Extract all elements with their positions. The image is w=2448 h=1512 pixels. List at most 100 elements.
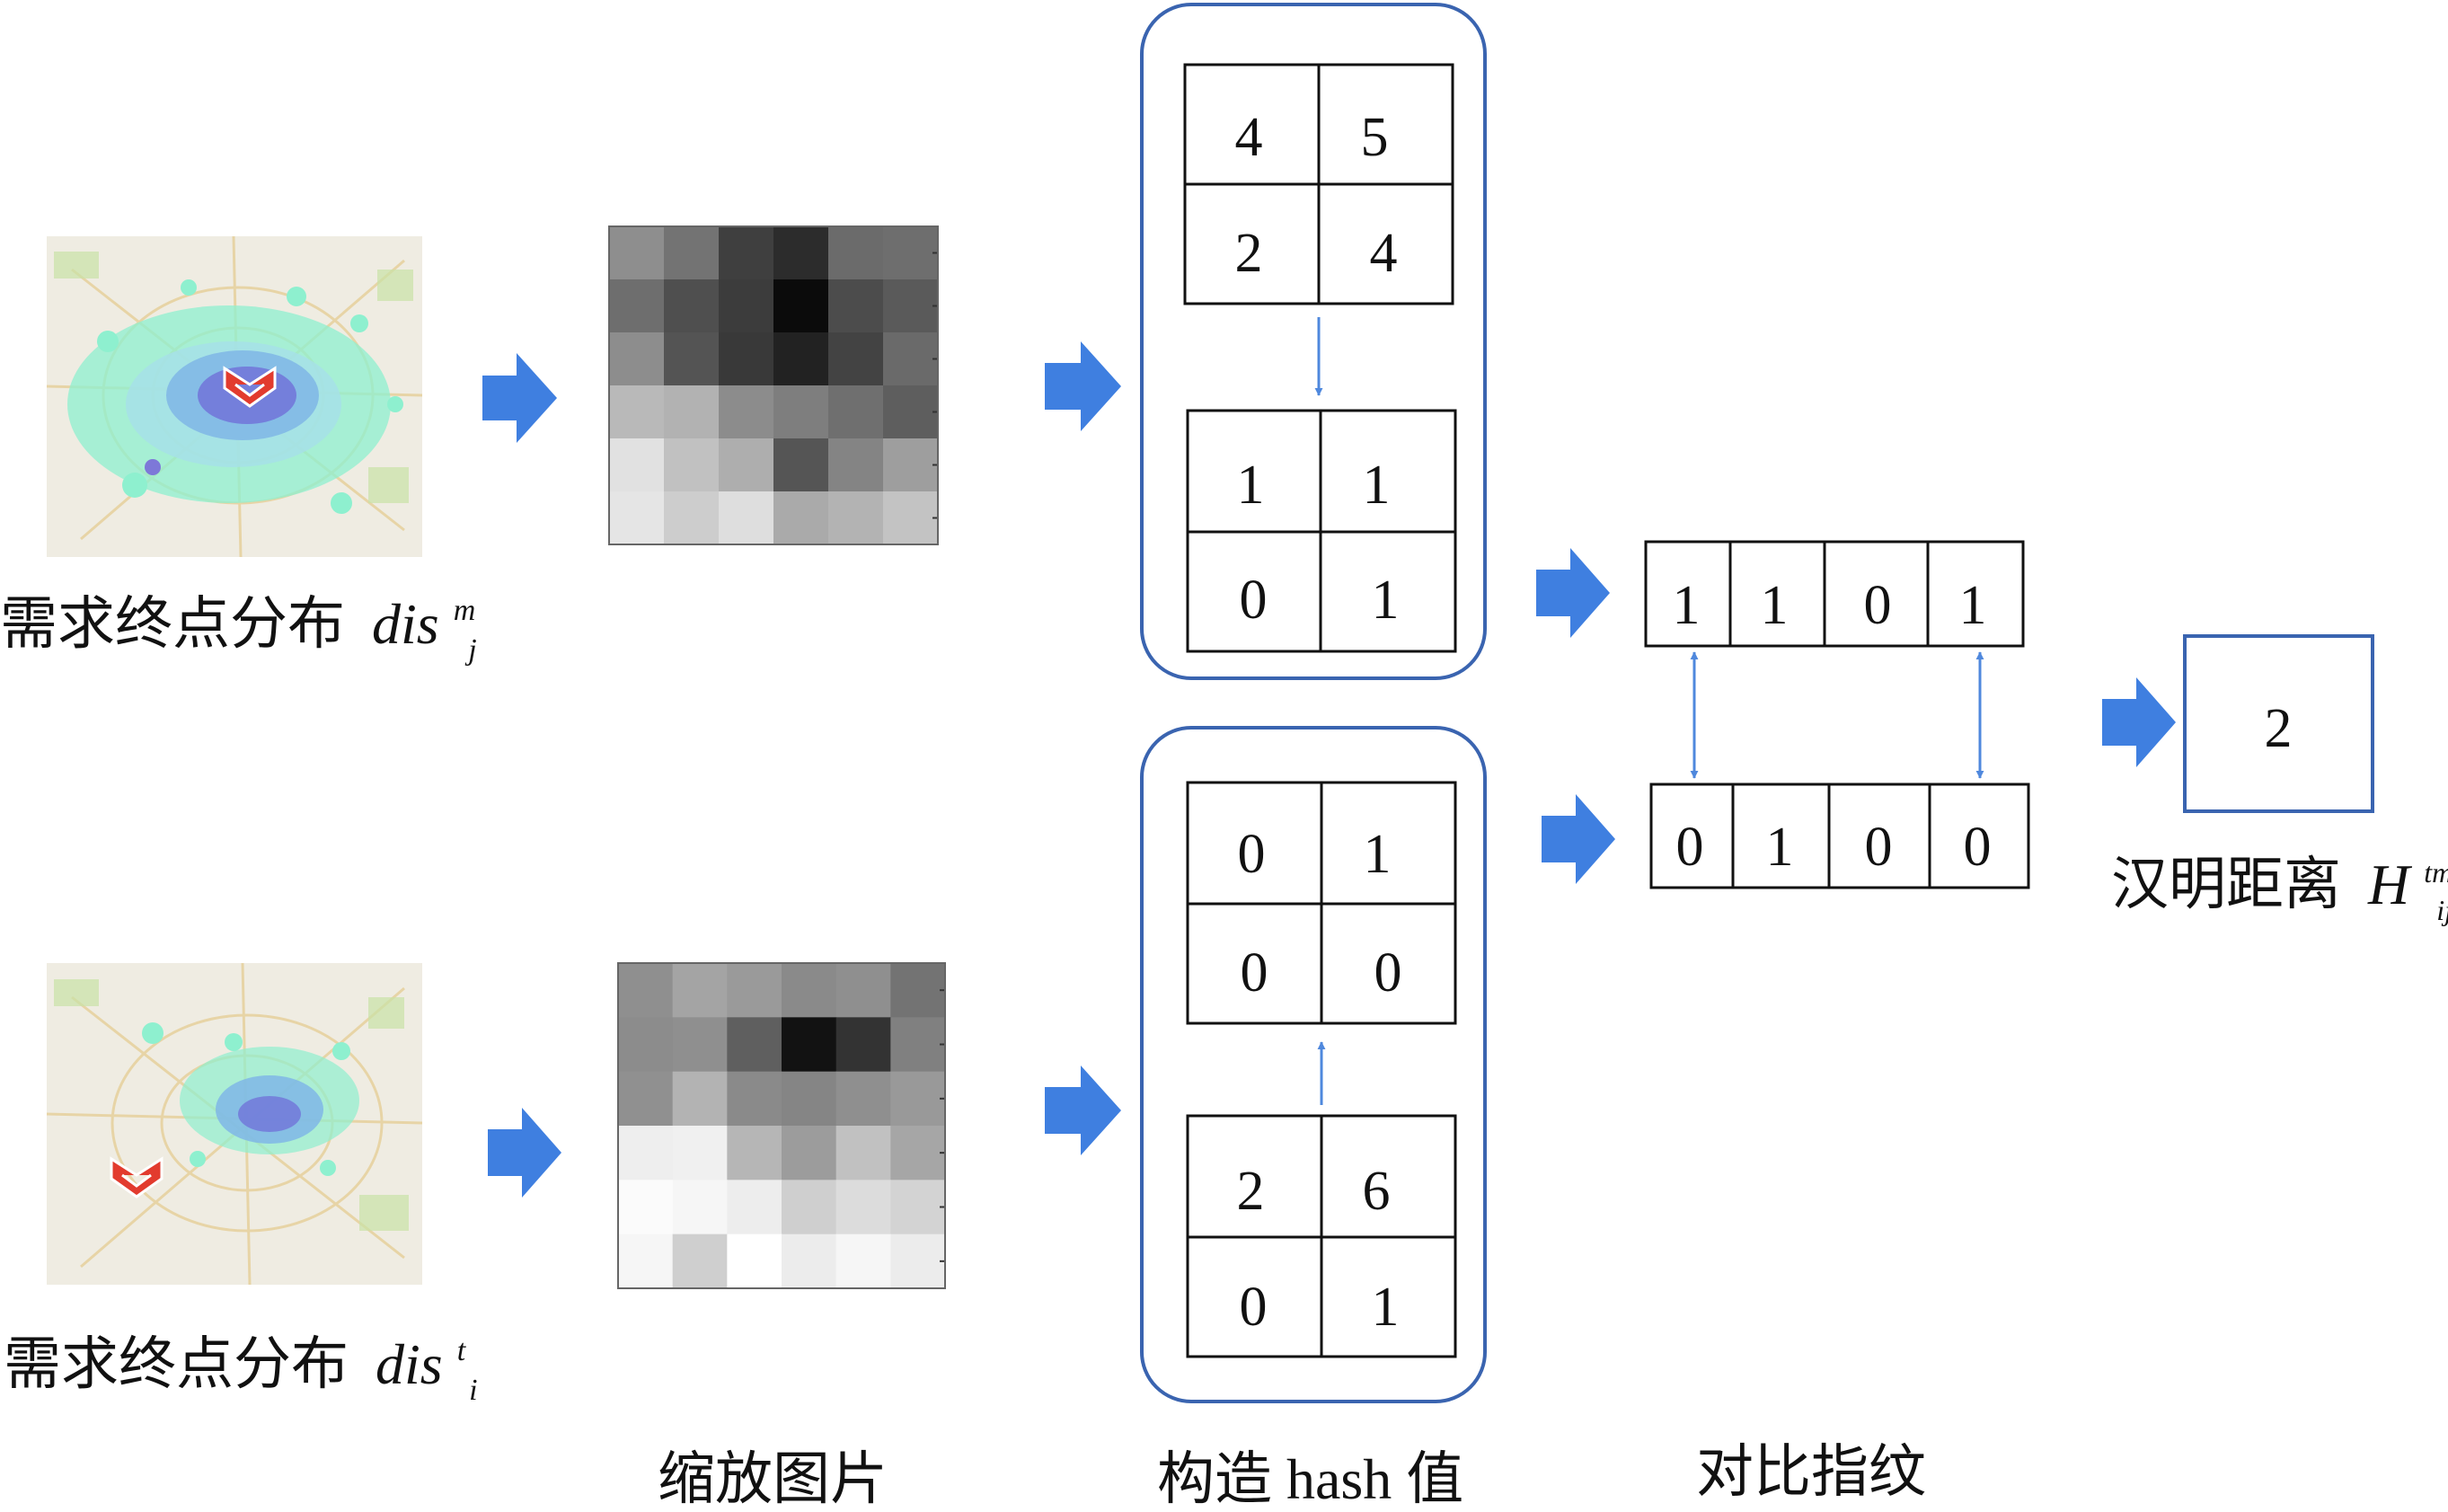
pixel-cell bbox=[890, 1071, 946, 1127]
pixel-cell bbox=[782, 1017, 837, 1073]
pixel-cell bbox=[773, 385, 829, 439]
pixel-cell bbox=[883, 491, 939, 545]
fingerprint-bit: 1 bbox=[1673, 575, 1701, 636]
pixel-cell bbox=[664, 438, 720, 492]
chevron-marker-icon bbox=[110, 1156, 163, 1198]
chevron-marker-icon bbox=[223, 366, 277, 408]
pixel-cell bbox=[672, 1071, 728, 1127]
fingerprint-bit: 1 bbox=[1766, 817, 1794, 878]
hash-grid-bottom: 0 1 0 0 bbox=[1186, 781, 1457, 1025]
label-result: 汉明距离 H tm ij bbox=[2111, 831, 2448, 926]
fingerprint-bit: 0 bbox=[1676, 817, 1704, 878]
pixel-cell bbox=[618, 1071, 674, 1127]
pixel-cell bbox=[883, 226, 939, 280]
pixel-cell bbox=[883, 332, 939, 386]
pixel-cell bbox=[773, 491, 829, 545]
fingerprint-bit: 1 bbox=[1959, 575, 1987, 636]
pixel-cell bbox=[719, 491, 774, 545]
pixel-cell bbox=[719, 332, 774, 386]
grid-cell: 0 bbox=[1240, 570, 1268, 631]
pixel-cell bbox=[618, 1126, 674, 1180]
caption-compare: 对比指纹 bbox=[1696, 1440, 1926, 1504]
pixel-cell bbox=[773, 438, 829, 492]
fingerprint-bottom: 0 1 0 0 bbox=[1649, 783, 2030, 889]
pixel-cell bbox=[664, 226, 720, 280]
right-block-arrow-icon bbox=[2102, 677, 2176, 767]
fingerprint-top: 1 1 0 1 bbox=[1644, 540, 2025, 648]
pixel-cell bbox=[609, 226, 665, 280]
pixel-cell bbox=[773, 226, 829, 280]
demand-map-top bbox=[47, 236, 422, 557]
pixel-cell bbox=[672, 1233, 728, 1289]
grid-cell: 4 bbox=[1370, 223, 1398, 284]
pixel-cell bbox=[835, 1126, 891, 1180]
pixel-cell bbox=[890, 1017, 946, 1073]
pixel-cell bbox=[609, 332, 665, 386]
fingerprint-bit: 0 bbox=[1865, 817, 1893, 878]
pixel-cell bbox=[835, 1233, 891, 1289]
pixel-cell bbox=[890, 1233, 946, 1289]
scaled-image-bottom bbox=[618, 963, 946, 1289]
pixel-cell bbox=[727, 1180, 782, 1235]
pixel-cell bbox=[835, 1071, 891, 1127]
pixel-cell bbox=[828, 385, 884, 439]
grid-cell: 0 bbox=[1241, 942, 1268, 1004]
pixel-cell bbox=[890, 1180, 946, 1235]
pixel-cell bbox=[664, 491, 720, 545]
grid-cell: 2 bbox=[1235, 223, 1263, 284]
pixel-cell bbox=[672, 1017, 728, 1073]
pixel-cell bbox=[782, 1233, 837, 1289]
pixel-cell bbox=[618, 963, 674, 1018]
pixel-cell bbox=[618, 1180, 674, 1235]
pixel-cell bbox=[782, 1126, 837, 1180]
pixel-cell bbox=[828, 491, 884, 545]
hamming-distance-value: 2 bbox=[2265, 698, 2293, 759]
pixel-cell bbox=[727, 1017, 782, 1073]
grid-cell: 2 bbox=[1237, 1161, 1265, 1222]
grid-cell: 1 bbox=[1364, 824, 1392, 885]
right-block-arrow-icon bbox=[482, 353, 557, 443]
pixel-cell bbox=[727, 963, 782, 1018]
fingerprint-bit: 0 bbox=[1964, 817, 1992, 878]
pixel-cell bbox=[672, 1180, 728, 1235]
pixel-cell bbox=[828, 226, 884, 280]
right-block-arrow-icon bbox=[488, 1108, 561, 1198]
pixel-cell bbox=[835, 963, 891, 1018]
count-grid-bottom: 2 6 0 1 bbox=[1186, 1114, 1457, 1358]
caption-hash: 构造 hash 值 bbox=[1157, 1447, 1463, 1511]
pixel-cell bbox=[672, 963, 728, 1018]
label-top: 需求终点分布 dis m j bbox=[0, 569, 490, 667]
fingerprint-bit: 0 bbox=[1864, 575, 1892, 636]
pixel-cell bbox=[719, 438, 774, 492]
heat-cells-bottom bbox=[142, 1022, 359, 1176]
pixel-cell bbox=[618, 1233, 674, 1289]
pixel-cell bbox=[664, 385, 720, 439]
pixel-cell bbox=[782, 963, 837, 1018]
grid-cell: 0 bbox=[1240, 1277, 1268, 1338]
pixel-cell bbox=[773, 332, 829, 386]
grid-cell: 0 bbox=[1374, 942, 1402, 1004]
pixel-cell bbox=[618, 1017, 674, 1073]
pixel-cell bbox=[883, 279, 939, 333]
pixel-cell bbox=[719, 385, 774, 439]
grid-cell: 1 bbox=[1372, 1277, 1400, 1338]
hash-panel-top bbox=[1140, 3, 1487, 680]
pixel-cell bbox=[835, 1180, 891, 1235]
pixel-cell bbox=[890, 963, 946, 1018]
pixel-cell bbox=[828, 332, 884, 386]
pixel-cell bbox=[727, 1126, 782, 1180]
scaled-image-top bbox=[609, 226, 939, 545]
fingerprint-bit: 1 bbox=[1761, 575, 1789, 636]
pixel-cell bbox=[609, 438, 665, 492]
pixel-cell bbox=[883, 438, 939, 492]
pixel-cell bbox=[609, 491, 665, 545]
pixel-cell bbox=[782, 1180, 837, 1235]
pixel-cell bbox=[883, 385, 939, 439]
right-block-arrow-icon bbox=[1045, 341, 1121, 431]
map-green-patches bbox=[54, 979, 409, 1231]
label-bottom: 需求终点分布 dis t i bbox=[4, 1309, 480, 1407]
hash-grid-top: 1 1 0 1 bbox=[1186, 409, 1457, 653]
grid-cell: 1 bbox=[1237, 455, 1265, 516]
pixel-cell bbox=[609, 385, 665, 439]
